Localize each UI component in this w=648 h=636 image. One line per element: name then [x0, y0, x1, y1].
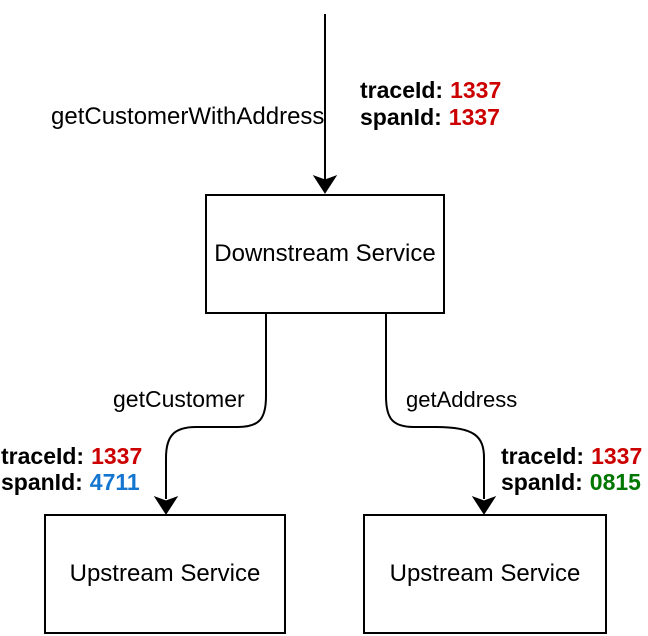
trace-id-value: 1337: [91, 443, 143, 469]
edge-getcustomer-arrow: [153, 314, 267, 515]
upstream-service-left-node: Upstream Service: [44, 514, 286, 634]
span-id-key: spanId:: [1, 469, 83, 495]
edge-label-getaddress: getAddress: [406, 387, 518, 413]
trace-id-line: traceId:1337: [360, 77, 501, 104]
edge-getaddress-arrow: [385, 314, 497, 515]
span-id-key: spanId:: [360, 104, 442, 130]
trace-id-line: traceId:1337: [501, 443, 642, 469]
trace-id-line: traceId:1337: [1, 443, 142, 469]
span-id-value: 1337: [448, 104, 500, 130]
edge-root-arrow: [312, 14, 338, 194]
span-id-key: spanId:: [501, 469, 583, 495]
upstream-service-right-node: Upstream Service: [363, 514, 607, 634]
upstream-service-left-label: Upstream Service: [69, 560, 261, 587]
span-id-line: spanId:1337: [360, 104, 501, 131]
edge-getaddress-arrowhead-icon: [471, 496, 497, 515]
trace-annotation-getaddress: traceId:1337 spanId:0815: [501, 443, 642, 495]
edge-root-arrowhead-icon: [312, 175, 338, 194]
edge-label-getcustomerwithaddress: getCustomerWithAddress: [51, 103, 325, 130]
trace-id-key: traceId:: [1, 443, 85, 469]
edge-getaddress-line: [385, 314, 485, 499]
span-id-line: spanId:4711: [1, 469, 142, 495]
trace-id-key: traceId:: [501, 443, 585, 469]
downstream-service-node: Downstream Service: [205, 194, 445, 314]
trace-annotation-getcustomer: traceId:1337 spanId:4711: [1, 443, 142, 495]
span-id-value: 0815: [589, 469, 641, 495]
trace-id-value: 1337: [450, 77, 502, 103]
edge-getcustomer-line: [165, 314, 267, 499]
upstream-service-right-label: Upstream Service: [389, 560, 581, 587]
trace-annotation-root: traceId:1337 spanId:1337: [360, 77, 501, 131]
edge-label-getcustomer: getCustomer: [113, 386, 245, 412]
downstream-service-label: Downstream Service: [214, 240, 436, 267]
edge-getcustomer-arrowhead-icon: [153, 496, 179, 515]
trace-id-value: 1337: [591, 443, 643, 469]
span-id-line: spanId:0815: [501, 469, 642, 495]
trace-id-key: traceId:: [360, 77, 444, 103]
span-id-value: 4711: [89, 469, 140, 495]
